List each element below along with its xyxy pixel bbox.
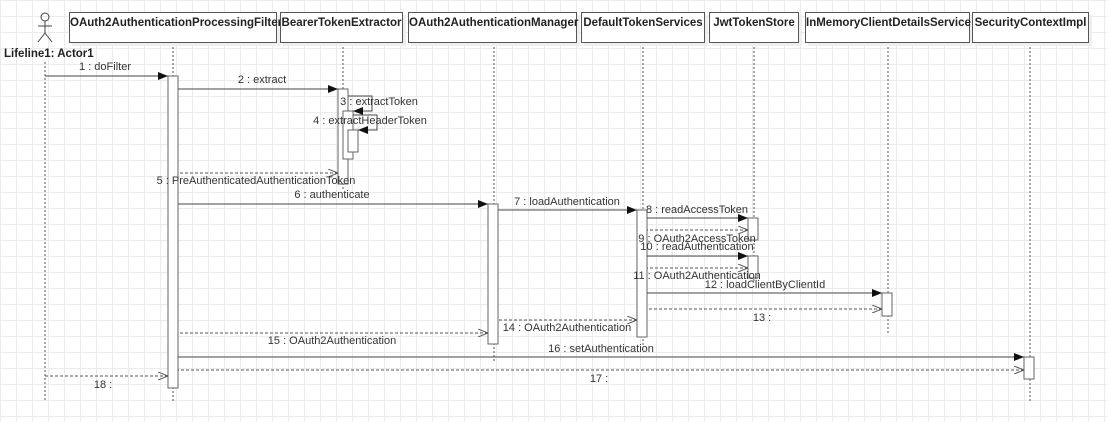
message-3-arrow[interactable] <box>348 95 373 115</box>
activation-context <box>1023 356 1035 380</box>
message-17-label: 17 : <box>589 373 609 385</box>
actor-label: Lifeline1: Actor1 <box>4 48 94 60</box>
message-4-arrow[interactable] <box>353 114 378 134</box>
message-7-label: 7 : loadAuthentication <box>514 196 620 208</box>
lifeline-header-extractor[interactable]: BearerTokenExtractor <box>280 12 403 43</box>
lifeline-header-manager[interactable]: OAuth2AuthenticationManager <box>408 12 578 43</box>
message-18-label: 18 : <box>93 379 113 391</box>
activation-services <box>636 209 648 338</box>
actor-icon[interactable] <box>37 12 53 43</box>
message-11-label: 11 : OAuth2Authentication <box>633 270 761 282</box>
message-15-label: 15 : OAuth2Authentication <box>267 335 397 347</box>
message-2-label: 2 : extract <box>237 74 287 86</box>
message-14-label: 14 : OAuth2Authentication <box>502 322 632 334</box>
activation-filter <box>167 75 179 389</box>
message-10-label: 10 : readAuthentication <box>640 241 754 253</box>
message-9-label: 9 : OAuth2AccessToken <box>638 233 756 245</box>
lifeline-header-store[interactable]: JwtTokenStore <box>709 12 799 43</box>
lifeline-header-clients[interactable]: InMemoryClientDetailsService <box>805 12 971 43</box>
message-1-label: 1 : doFilter <box>79 61 131 73</box>
lifeline-header-context[interactable]: SecurityContextImpl <box>972 12 1089 43</box>
message-16-label: 16 : setAuthentication <box>548 343 654 355</box>
message-4-label: 4 : extractHeaderToken <box>313 115 427 127</box>
activation-extractor-extractheadertoken <box>347 129 359 153</box>
message-12-label: 12 : loadClientByClientId <box>704 279 826 291</box>
activation-store-readaccesstoken <box>747 217 759 241</box>
message-6-label: 6 : authenticate <box>294 189 370 201</box>
message-5-label: 5 : PreAuthenticatedAuthenticationToken <box>156 175 356 187</box>
activation-store-readauthentication <box>747 255 759 279</box>
message-13-label: 13 : <box>752 312 772 324</box>
activation-manager <box>487 203 499 345</box>
lifeline-header-services[interactable]: DefaultTokenServices <box>581 12 705 43</box>
lifeline-header-filter[interactable]: OAuth2AuthenticationProcessingFilter <box>69 12 282 43</box>
activation-clients <box>881 292 893 317</box>
message-8-label: 8 : readAccessToken <box>645 204 749 216</box>
message-3-label: 3 : extractToken <box>340 96 418 108</box>
